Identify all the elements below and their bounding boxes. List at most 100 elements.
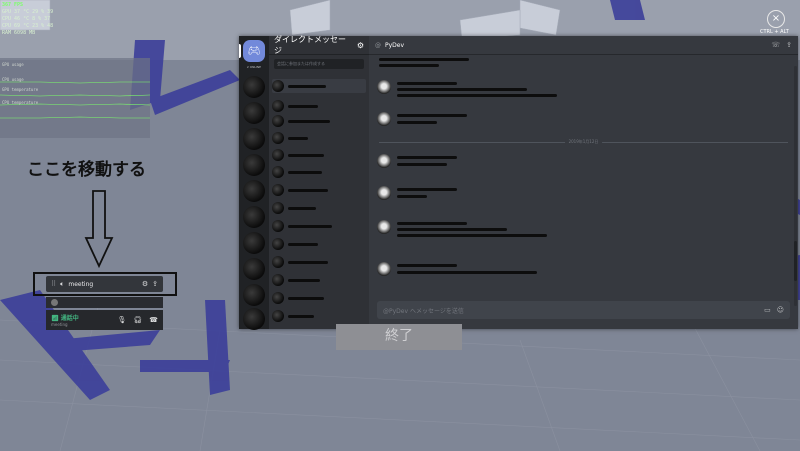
dm-list-item[interactable] (272, 148, 366, 162)
hud-graph-label: CPU usage (2, 77, 24, 82)
overlay-close-button[interactable]: × (767, 10, 785, 28)
avatar (272, 166, 284, 178)
chat-message (377, 58, 777, 78)
server-icon[interactable] (243, 128, 265, 150)
chat-message (377, 112, 777, 132)
chat-message (377, 80, 777, 100)
phone-icon[interactable]: ☏ (771, 41, 781, 49)
message-input-placeholder: @PyDev へメッセージを送信 (383, 307, 464, 315)
at-symbol: @ (375, 41, 381, 49)
speaker-icon: 🔈︎ (60, 279, 65, 288)
chat-recipient-name: PyDev (385, 41, 405, 49)
chat-header: @ PyDev ☏ ⇪ (369, 36, 798, 55)
microphone-icon[interactable]: 🎙︎ (117, 316, 127, 324)
gear-icon[interactable]: ⚙ (141, 280, 149, 288)
chat-message (377, 154, 777, 174)
avatar (272, 80, 284, 92)
pin-icon[interactable]: ⇪ (786, 41, 792, 49)
server-icon[interactable] (243, 76, 265, 98)
pin-icon[interactable]: ⇪ (152, 280, 158, 288)
avatar (272, 292, 284, 304)
voice-user-row (46, 297, 163, 308)
avatar (272, 115, 284, 127)
drag-grip-icon[interactable]: ⠿ (51, 280, 57, 288)
dm-list-item[interactable] (272, 79, 366, 93)
annotation-text: ここを移動する (27, 160, 146, 180)
discord-logo-icon: 🎮︎ (247, 45, 261, 57)
dm-list-item[interactable] (272, 309, 366, 323)
hud-row: CPU 69 °C 23 % 48 (2, 23, 54, 29)
avatar (272, 274, 284, 286)
voice-channel-name: meeting (68, 280, 94, 288)
hud-row: CPU 46 °C 8 % 37 (2, 16, 51, 22)
avatar (272, 149, 284, 161)
chat-scrollbar[interactable] (794, 66, 797, 306)
date-divider-label: 2019年1月12日 (564, 139, 603, 145)
dm-list-item[interactable] (272, 291, 366, 305)
dm-list-item[interactable] (272, 219, 366, 233)
chat-panel: @ PyDev ☏ ⇪ 2019年1月12日 (369, 36, 798, 329)
avatar (272, 202, 284, 214)
scrollbar-thumb[interactable] (794, 241, 797, 281)
online-count: 2 ONLINE (246, 65, 262, 69)
down-arrow-icon (84, 190, 114, 269)
avatar (272, 100, 284, 112)
avatar (377, 112, 391, 126)
end-button[interactable]: 終了 (336, 324, 462, 350)
chat-message (377, 186, 777, 206)
server-icon[interactable] (243, 308, 265, 330)
server-icon[interactable] (243, 206, 265, 228)
dm-title: ダイレクトメッセージ (274, 35, 346, 55)
widget-drag-handle[interactable]: ⠿ 🔈︎ meeting ⚙ ⇪ (46, 276, 163, 292)
date-divider: 2019年1月12日 (379, 139, 788, 145)
annotation-highlight-box (33, 272, 177, 296)
emoji-icon[interactable]: ☺ (776, 306, 784, 314)
dm-header: ダイレクトメッセージ ⚙ (269, 35, 369, 55)
avatar (377, 80, 391, 94)
dm-list-item[interactable] (272, 165, 366, 179)
avatar (377, 220, 391, 234)
discord-overlay-window: 🎮︎ 2 ONLINE ダイレクトメッセージ ⚙ 会話に参加または作成する (239, 35, 798, 330)
server-icon[interactable] (243, 180, 265, 202)
avatar (272, 310, 284, 322)
dm-list-item[interactable] (272, 99, 366, 113)
server-icon[interactable] (243, 102, 265, 124)
dm-search-input[interactable]: 会話に参加または作成する (274, 59, 364, 69)
selected-indicator (239, 44, 241, 58)
chat-message (377, 220, 777, 240)
voice-connected-status: 📶︎ 通話中 (51, 315, 79, 322)
hud-graph-label: GPU temperature (2, 87, 39, 92)
server-icon[interactable] (243, 154, 265, 176)
server-icon[interactable] (243, 284, 265, 306)
avatar (377, 186, 391, 200)
dm-sidebar: ダイレクトメッセージ ⚙ 会話に参加または作成する (269, 35, 369, 329)
gif-icon[interactable]: ▭ (764, 306, 771, 314)
chat-message (377, 262, 777, 282)
avatar (272, 184, 284, 196)
dm-list-item[interactable] (272, 183, 366, 197)
overlay-shortcut-hint: CTRL + ALT (760, 29, 789, 35)
headphones-icon[interactable]: 🎧︎ (133, 316, 143, 324)
avatar (51, 299, 58, 306)
disconnect-icon[interactable]: ☎ (149, 316, 158, 324)
avatar (272, 132, 284, 144)
voice-status-channel: meeting (51, 322, 68, 327)
dm-list-item[interactable] (272, 273, 366, 287)
hud-row: GPU 37 °C 29 % 39 (2, 9, 54, 15)
server-icon[interactable] (243, 258, 265, 280)
avatar (377, 154, 391, 168)
dm-list-item[interactable] (272, 114, 366, 128)
message-input[interactable]: @PyDev へメッセージを送信 ▭ ☺ (377, 301, 790, 319)
server-list: 🎮︎ 2 ONLINE (239, 36, 269, 330)
gear-icon[interactable]: ⚙ (356, 40, 364, 50)
discord-home-button[interactable]: 🎮︎ (243, 40, 265, 62)
hud-graph-label: GPU usage (2, 62, 24, 67)
dm-list-item[interactable] (272, 201, 366, 215)
dm-list-item[interactable] (272, 237, 366, 251)
avatar (272, 256, 284, 268)
fps-counter: 367 FPS (2, 2, 24, 8)
dm-list-item[interactable] (272, 131, 366, 145)
dm-list-item[interactable] (272, 255, 366, 269)
performance-hud: 367 FPS GPU 37 °C 29 % 39 CPU 46 °C 8 % … (2, 2, 122, 37)
server-icon[interactable] (243, 232, 265, 254)
